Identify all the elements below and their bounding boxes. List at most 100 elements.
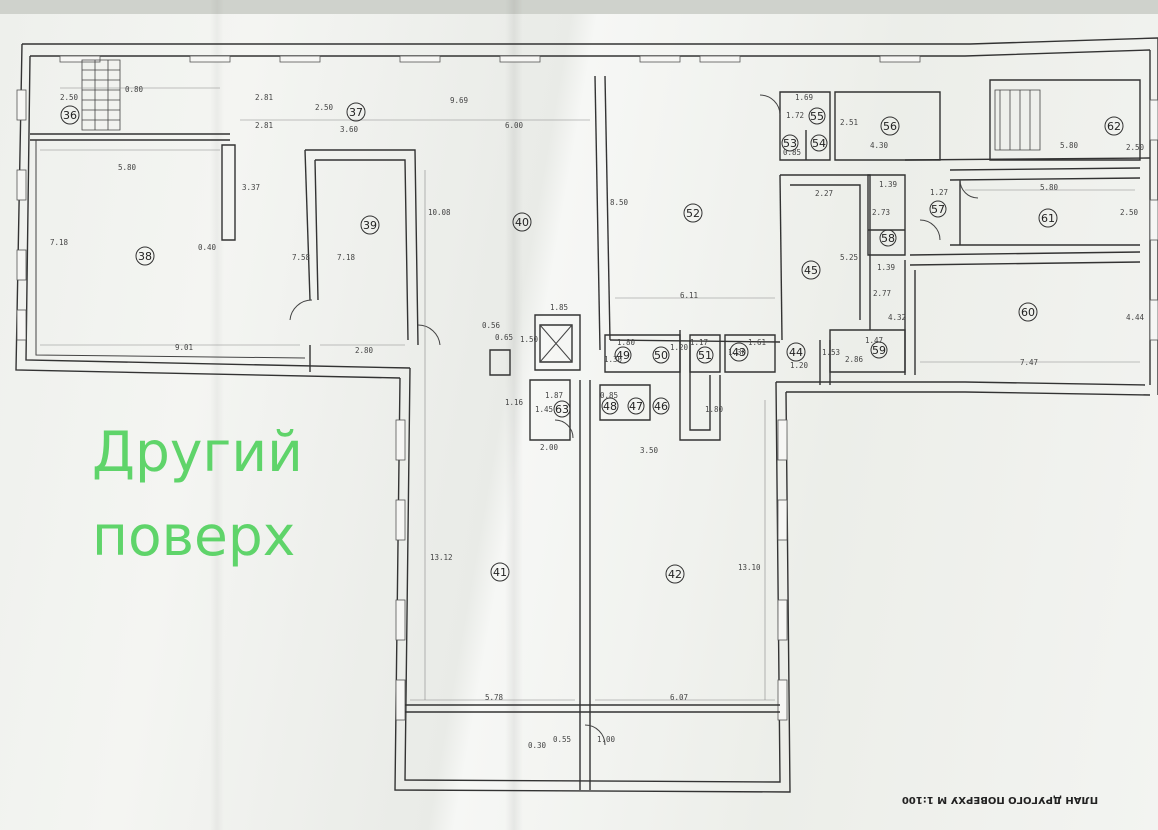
room-marker: 61 <box>1038 208 1058 228</box>
dimension-label: 0.65 <box>495 333 513 342</box>
dimension-label: 1.27 <box>930 188 948 197</box>
room-number: 62 <box>1107 120 1121 133</box>
staircases <box>81 59 1041 151</box>
dimension-labels: 2.50 0.80 2.81 2.81 2.50 3.60 9.69 6.00 … <box>50 85 1145 750</box>
dimension-label: 13.10 <box>738 563 761 572</box>
room-marker: 36 <box>60 105 80 125</box>
room-number: 45 <box>804 264 818 277</box>
room-marker: 55 <box>808 107 826 125</box>
dimension-label: 8.50 <box>610 198 629 207</box>
dimension-label: 4.44 <box>1126 313 1145 322</box>
room-number: 57 <box>931 203 945 216</box>
room-number: 52 <box>686 207 700 220</box>
dimension-label: 0.55 <box>553 735 571 744</box>
room-number: 44 <box>789 346 803 359</box>
dimension-label: 0.30 <box>528 741 547 750</box>
dimension-label: 6.07 <box>670 693 688 702</box>
dimension-label: 7.47 <box>1020 358 1038 367</box>
dimension-label: 5.80 <box>118 163 137 172</box>
paper-fold <box>210 0 224 830</box>
dimension-label: 1.47 <box>865 336 883 345</box>
dimension-label: 4.32 <box>888 313 906 322</box>
dimension-label: 1.20 <box>670 343 689 352</box>
dimension-label: 1.61 <box>748 338 766 347</box>
room-number: 38 <box>138 250 152 263</box>
dimension-label: 1.39 <box>879 180 897 189</box>
room-marker: 39 <box>360 215 380 235</box>
dimension-label: 1.72 <box>786 111 804 120</box>
dimension-label: 9.01 <box>175 343 193 352</box>
room-number: 53 <box>783 137 797 150</box>
plan-title: ПЛАН ДРУГОГО ПОВЕРХУ М 1:100 <box>902 794 1098 805</box>
dimension-label: 5.25 <box>840 253 858 262</box>
dimension-label: 2.50 <box>1126 143 1145 152</box>
dimension-label: 7.58 <box>292 253 311 262</box>
dimension-label: 2.51 <box>840 118 858 127</box>
dimension-label: 3.60 <box>340 125 359 134</box>
room-number: 48 <box>603 400 617 413</box>
dimension-label: 3.37 <box>242 183 260 192</box>
dimension-label: 1.50 <box>520 335 539 344</box>
dimension-label: 2.81 <box>255 121 273 130</box>
room-marker: 63 <box>553 400 571 418</box>
dimension-label: 0.85 <box>783 148 801 157</box>
room-markers: 36 37 38 39 40 41 42 43 44 45 46 47 48 4… <box>60 102 1124 584</box>
room-marker: 37 <box>346 102 366 122</box>
paper-top-edge <box>0 0 1158 14</box>
room-marker: 38 <box>135 246 155 266</box>
dimension-label: 1.53 <box>822 348 840 357</box>
dimension-label: 2.50 <box>60 93 79 102</box>
dimension-label: 9.69 <box>450 96 468 105</box>
dimension-label: 1.80 <box>617 338 636 347</box>
dimension-label: 2.27 <box>815 189 833 198</box>
dimension-label: 6.00 <box>505 121 524 130</box>
dimension-label: 3.50 <box>640 446 659 455</box>
dimension-label: 4.30 <box>870 141 889 150</box>
room-number: 59 <box>872 344 886 357</box>
floor-caption: Другий поверх <box>92 410 303 578</box>
room-number: 56 <box>883 120 897 133</box>
dimension-lines <box>40 87 1140 701</box>
floor-caption-line-2: поверх <box>92 504 296 568</box>
room-number: 43 <box>732 346 746 359</box>
room-marker: 60 <box>1018 302 1038 322</box>
room-number: 36 <box>63 109 77 122</box>
dimension-label: 1.17 <box>690 338 708 347</box>
dimension-label: 2.50 <box>315 103 334 112</box>
dimension-label: 5.80 <box>1060 141 1079 150</box>
room-number: 63 <box>555 403 569 416</box>
room-marker: 47 <box>627 397 645 415</box>
room-marker: 50 <box>652 346 670 364</box>
dimension-label: 1.20 <box>790 361 809 370</box>
dimension-label: 7.18 <box>50 238 69 247</box>
dimension-label: 10.08 <box>428 208 451 217</box>
dimension-label: 0.80 <box>125 85 144 94</box>
room-marker: 53 <box>781 134 799 152</box>
room-marker: 43 <box>729 342 749 362</box>
doors <box>289 94 979 746</box>
dimension-label: 2.50 <box>1120 208 1139 217</box>
room-number: 55 <box>810 110 824 123</box>
dimension-label: 0.56 <box>482 321 501 330</box>
dimension-label: 5.80 <box>1040 183 1059 192</box>
floor-caption-line-1: Другий <box>92 420 303 484</box>
dimension-label: 7.18 <box>337 253 356 262</box>
dimension-label: 1.30 <box>728 348 747 357</box>
dimension-label: 0.40 <box>198 243 217 252</box>
room-number: 37 <box>349 106 363 119</box>
dimension-label: 13.12 <box>430 553 453 562</box>
dimension-label: 2.86 <box>845 355 864 364</box>
room-marker: 54 <box>810 134 828 152</box>
room-marker: 41 <box>490 562 510 582</box>
room-number: 47 <box>629 400 643 413</box>
room-marker: 49 <box>614 346 632 364</box>
room-marker: 45 <box>801 260 821 280</box>
room-marker: 57 <box>929 200 947 218</box>
dimension-label: 0.85 <box>600 391 618 400</box>
dimension-label: 2.73 <box>872 208 890 217</box>
room-marker: 58 <box>879 229 897 247</box>
dimension-label: 2.81 <box>255 93 273 102</box>
